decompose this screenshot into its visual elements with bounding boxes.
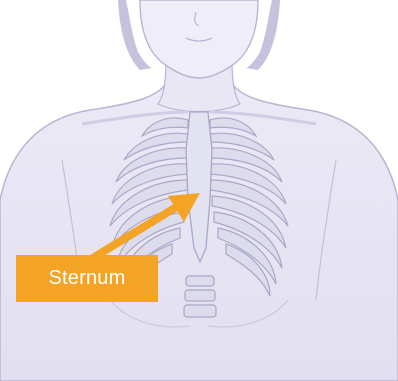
vertebra-3 [184,305,216,317]
sternum-label: Sternum [16,255,158,302]
face [140,0,258,78]
vertebra-1 [186,276,214,286]
vertebra-2 [185,290,215,301]
